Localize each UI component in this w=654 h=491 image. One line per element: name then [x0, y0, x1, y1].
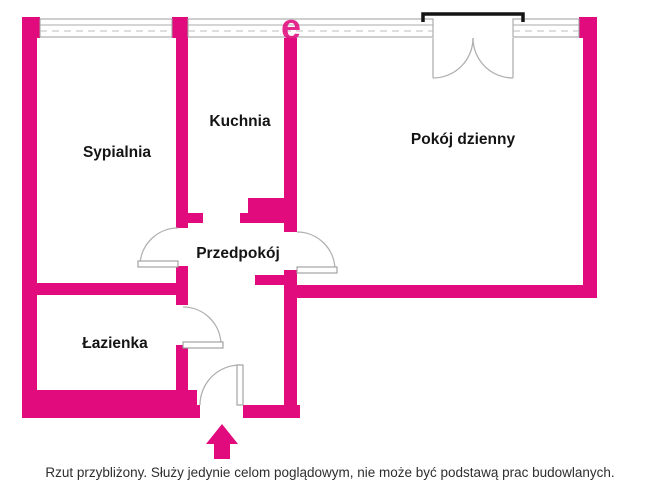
wall-pier-sypialnia-kuchnia	[172, 17, 188, 38]
balcony-door	[421, 12, 525, 79]
balcony-slab	[421, 12, 525, 22]
pokoj-door-arc	[296, 231, 336, 271]
wall-corner-top-right	[579, 17, 597, 38]
wall-lazienka-hall-lower	[176, 345, 188, 390]
window-sypialnia	[39, 18, 173, 38]
pokoj-door-leaf	[296, 266, 338, 274]
wall-kitchen-door-left-jamb	[188, 213, 203, 223]
room-label-pokoj-dzienny: Pokój dzienny	[411, 131, 516, 148]
doors	[137, 227, 338, 406]
wall-outer-bottom-left	[22, 390, 197, 418]
wall-sypialnia-kuchnia	[176, 38, 188, 228]
sypialnia-door-leaf	[137, 260, 179, 268]
wall-pokoj-bottom	[297, 285, 597, 298]
wall-outer-left	[22, 17, 37, 418]
walls	[22, 17, 597, 418]
entrance-door-leaf	[236, 364, 244, 406]
entrance-arrow-icon	[206, 424, 238, 459]
wall-corner-top-left	[22, 17, 40, 38]
room-labels: Sypialnia Kuchnia Pokój dzienny Przedpok…	[82, 113, 515, 352]
entrance-door-arc	[199, 364, 241, 406]
wall-outer-right	[583, 17, 597, 298]
sypialnia-door-arc	[139, 227, 179, 267]
balcony-door-arc-left	[432, 37, 474, 79]
room-label-lazienka: Łazienka	[82, 335, 148, 352]
room-label-sypialnia: Sypialnia	[83, 144, 151, 161]
wall-entrance-left-jamb	[187, 405, 200, 418]
window-kuchnia-pokoj	[187, 18, 434, 38]
wall-kitchen-door-right-foot	[240, 213, 248, 223]
disclaimer-caption: Rzut przybliżony. Służy jedynie celom po…	[45, 465, 614, 480]
lazienka-door-arc	[182, 306, 222, 346]
lazienka-door-leaf	[182, 341, 224, 349]
wall-hall-pokoj-lower	[284, 270, 297, 418]
window-pokoj-right	[512, 18, 580, 38]
wall-hall-stub	[255, 275, 284, 285]
watermark-letter: e	[281, 6, 301, 47]
balcony-door-arc-right	[472, 37, 514, 79]
room-label-kuchnia: Kuchnia	[209, 113, 271, 130]
windows	[39, 18, 580, 38]
wall-sypialnia-lazienka	[37, 283, 188, 295]
room-label-przedpokoj: Przedpokój	[196, 245, 280, 262]
wall-kuchnia-pokoj	[284, 38, 297, 232]
